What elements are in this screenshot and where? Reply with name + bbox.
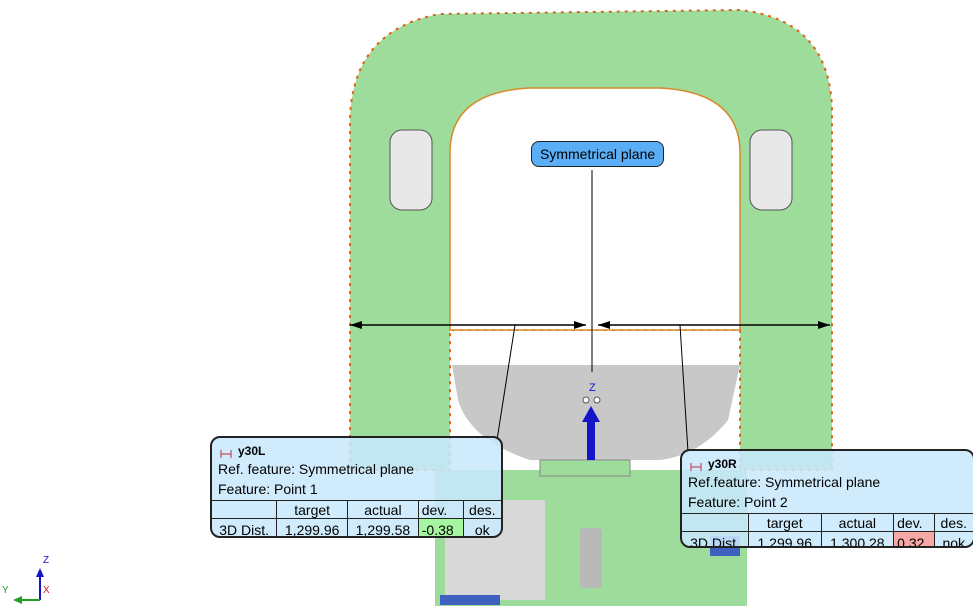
table-cell: des. [462, 500, 501, 519]
arrow-head [818, 321, 830, 329]
table-cell [212, 500, 278, 519]
callout-title: y30R [708, 457, 737, 471]
triad-x-label: X [43, 585, 50, 596]
table-cell: target [747, 513, 822, 532]
callout-leader-left [496, 324, 516, 441]
dimension-icon [220, 447, 232, 458]
feature: Feature: Point 2 [688, 494, 788, 510]
table-cell: 1,299.96 [276, 518, 349, 536]
table-cell: des. [933, 513, 973, 532]
arrow-head [574, 321, 586, 329]
lower-body-blue [440, 595, 500, 605]
table-cell: target [276, 500, 349, 519]
arrow-head [598, 321, 610, 329]
lower-body-cylinder [580, 528, 602, 588]
table-cell: 1,299.96 [747, 531, 822, 546]
frame-opening [449, 87, 741, 331]
table-cell: 1,300.28 [820, 531, 895, 546]
deviation-cell: 0.32 [893, 531, 935, 546]
table-cell: actual [820, 513, 895, 532]
table-cell [682, 513, 749, 532]
triad-z-label: Z [43, 555, 49, 566]
table-cell: 3D Dist. [212, 518, 278, 536]
floor-bracket [539, 459, 631, 477]
status-cell: nok [933, 531, 973, 546]
axis-triad: Z Y X [2, 555, 50, 604]
table-cell: 3D Dist. [682, 531, 749, 546]
point-marker [582, 396, 590, 404]
ref-feature: Ref.feature: Symmetrical plane [688, 474, 881, 490]
callout-leader-right [679, 324, 689, 453]
status-cell: ok [462, 518, 501, 536]
inner-floor [452, 365, 740, 460]
window-right [749, 129, 793, 211]
z-axis-label: Z [589, 382, 596, 394]
z-axis-arrow [587, 420, 595, 460]
table-cell: actual [347, 500, 419, 519]
callout-y30L[interactable]: y30L Ref. feature: Symmetrical plane Fea… [210, 436, 503, 538]
point-marker [593, 396, 601, 404]
table-cell: 1,299.58 [347, 518, 419, 536]
arrow-head [350, 321, 362, 329]
symmetrical-plane-label[interactable]: Symmetrical plane [531, 141, 665, 167]
callout-y30R[interactable]: y30R Ref.feature: Symmetrical plane Feat… [680, 449, 973, 548]
deviation-cell: -0.38 [417, 518, 464, 536]
feature: Feature: Point 1 [218, 481, 318, 497]
dimension-icon [690, 460, 702, 471]
window-left [389, 129, 433, 211]
triad-y-label: Y [2, 585, 9, 596]
table-cell: dev. [893, 513, 935, 532]
ref-feature: Ref. feature: Symmetrical plane [218, 461, 415, 477]
callout-title: y30L [238, 444, 266, 458]
table-cell: dev. [417, 500, 464, 519]
z-axis-arrowhead [582, 406, 600, 422]
